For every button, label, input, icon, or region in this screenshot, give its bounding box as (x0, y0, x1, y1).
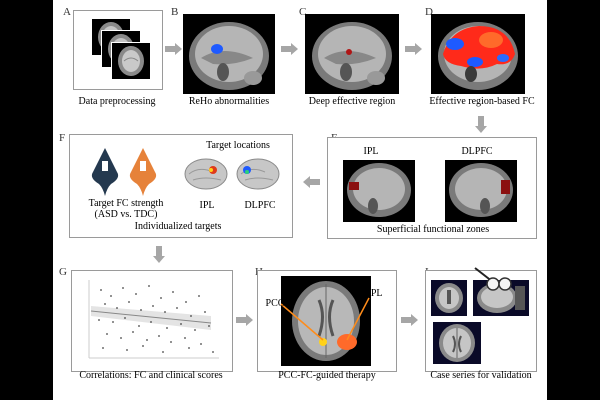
f-ipl-label: IPL (199, 200, 215, 211)
arrow-b-to-c (281, 43, 298, 55)
panel-c-letter: C (299, 6, 307, 18)
correlation-scatter (81, 276, 221, 362)
panel-h-brain-axial (281, 276, 371, 366)
panel-f-letter: F (59, 132, 66, 144)
panel-a-letter: A (63, 6, 71, 18)
target-fc-strength-label: Target FC strength (88, 198, 164, 209)
panel-a-caption: Data preprocessing (78, 96, 156, 107)
panel-e-brain-dlpfc (445, 160, 517, 222)
panel-d-brain (431, 14, 525, 94)
panel-f-caption: Individualized targets (134, 221, 222, 232)
arrow-g-to-h (236, 314, 253, 326)
h-pcc-label: PCC (265, 298, 285, 309)
h-ipl-label: IPL (367, 288, 383, 299)
e-dlpfc-label: DLPFC (461, 146, 493, 157)
f-dlpfc-label: DLPFC (244, 200, 276, 211)
target-brain-dlpfc (235, 156, 281, 192)
scan-slice-3 (111, 42, 151, 80)
panel-g-letter: G (59, 266, 67, 278)
arrow-d-to-e (475, 116, 487, 133)
arrow-e-to-f (303, 176, 320, 188)
arrow-f-to-g (153, 246, 165, 263)
asd-vs-tdc-label: (ASD vs. TDC) (94, 209, 158, 220)
panel-g-caption: Correlations: FC and clinical scores (79, 370, 223, 381)
panel-b-brain (183, 14, 275, 94)
panel-i-caption: Case series for validation (430, 370, 532, 381)
panel-c-caption: Deep effective region (308, 96, 396, 107)
target-locations-title: Target locations (206, 140, 270, 151)
e-ipl-label: IPL (363, 146, 379, 157)
panel-d-caption: Effective region-based FC (429, 96, 535, 107)
arrow-a-to-b (165, 43, 182, 55)
target-brain-ipl (183, 156, 229, 192)
arrow-h-to-i (401, 314, 418, 326)
arrow-c-to-d (405, 43, 422, 55)
panel-c-brain (305, 14, 399, 94)
panel-e-brain-ipl (343, 160, 415, 222)
case-scan-axial (433, 322, 481, 364)
panel-h-caption: PCC-FC-guided therapy (278, 370, 376, 381)
panel-d-letter: D (425, 6, 433, 18)
pointer-lines (280, 297, 370, 341)
coil-icon (471, 266, 515, 296)
figure-canvas: A Data preprocessing B ReHo abnormalitie… (53, 0, 547, 400)
panel-e-caption: Superficial functional zones (376, 224, 490, 235)
violin-plot (85, 146, 165, 198)
panel-b-letter: B (171, 6, 179, 18)
panel-b-caption: ReHo abnormalities (188, 96, 270, 107)
case-scan-coronal (431, 280, 467, 316)
